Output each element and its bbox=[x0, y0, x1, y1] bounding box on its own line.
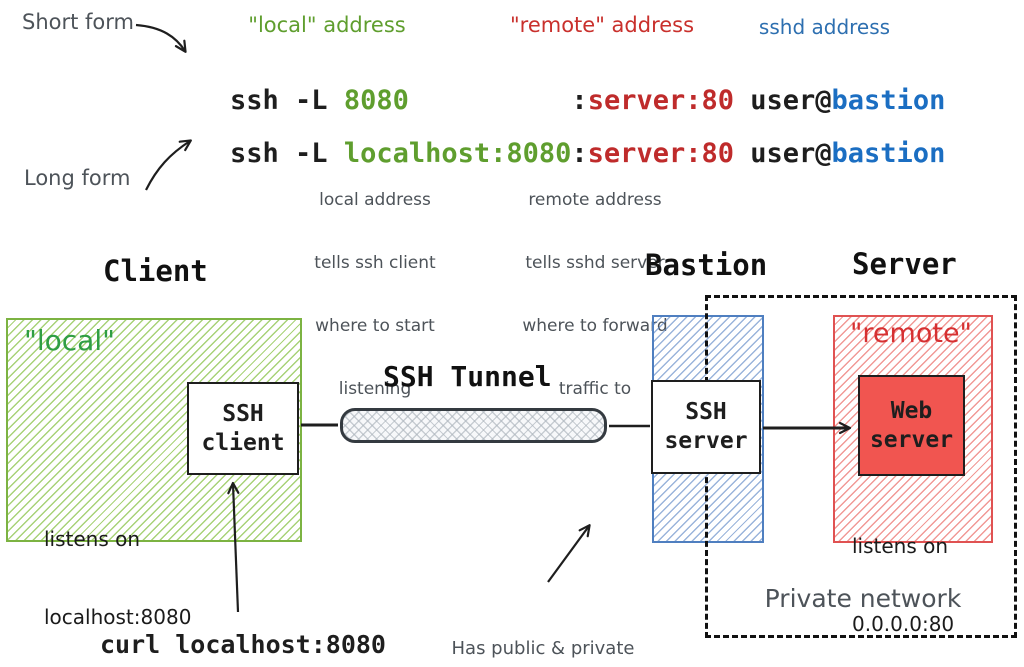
server-listen-note: listens on 0.0.0.0:80 bbox=[852, 534, 955, 636]
local-address-label: "local" address bbox=[248, 13, 406, 37]
short-form-arrow bbox=[135, 23, 187, 53]
cmd-host: bastion bbox=[831, 138, 946, 169]
cmd-prefix: ssh -L bbox=[230, 138, 344, 169]
private-network-label: Private network bbox=[764, 584, 962, 613]
sshd-address-label: sshd address bbox=[758, 15, 891, 39]
bastion-title: Bastion bbox=[645, 248, 768, 282]
web-server-box: Web server bbox=[858, 375, 965, 476]
ssh-client-box: SSH client bbox=[187, 382, 299, 475]
long-form-label: Long form bbox=[24, 166, 131, 190]
cmd-prefix: ssh -L bbox=[230, 85, 344, 116]
remote-address-note: remote address tells sshd server where t… bbox=[522, 190, 668, 399]
cmd-local-port: 8080 bbox=[343, 85, 409, 116]
local-address-note: local address tells ssh client where to … bbox=[314, 190, 436, 399]
ssh-tunnel-tube bbox=[340, 408, 607, 443]
ssh-command-short: ssh -L 8080 :server:80 user@bastion bbox=[165, 56, 945, 146]
tunnel-label: SSH Tunnel bbox=[383, 360, 552, 393]
short-form-label: Short form bbox=[22, 10, 134, 34]
cmd-user: user@ bbox=[734, 85, 832, 116]
remote-address-label: "remote" address bbox=[510, 13, 695, 37]
bastion-interfaces-note: Has public & private interfaces bbox=[451, 638, 635, 659]
cmd-remote-address: server:80 bbox=[587, 85, 734, 116]
remote-tag: "remote" bbox=[850, 318, 972, 349]
bastion-callout-arrow bbox=[547, 524, 591, 583]
client-listen-note: listens on localhost:8080 bbox=[44, 527, 192, 629]
cmd-separator: : bbox=[571, 138, 588, 169]
ssh-command-long: ssh -L localhost:8080:server:80 user@bas… bbox=[165, 109, 945, 199]
client-title: Client bbox=[103, 254, 208, 288]
curl-command: curl localhost:8080 bbox=[100, 630, 386, 659]
ssh-server-box: SSH server bbox=[651, 380, 761, 474]
server-title: Server bbox=[852, 247, 957, 281]
cmd-remote-address: server:80 bbox=[587, 138, 734, 169]
cmd-separator: : bbox=[571, 85, 588, 116]
local-tag: "local" bbox=[24, 324, 115, 357]
cmd-local-address: localhost:8080 bbox=[343, 138, 572, 169]
cmd-host: bastion bbox=[831, 85, 946, 116]
cmd-user: user@ bbox=[733, 138, 832, 169]
